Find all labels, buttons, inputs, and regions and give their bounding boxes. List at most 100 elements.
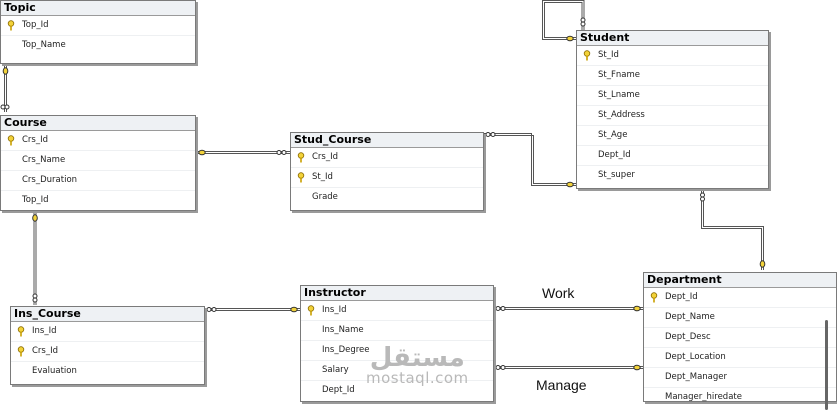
column-name: Dept_Id [322, 385, 355, 395]
column-row[interactable]: Ins_Name [301, 321, 493, 341]
key-end-course-studcourse [198, 149, 206, 156]
table-title: Department [644, 273, 836, 288]
column-name: Dept_Name [665, 312, 715, 322]
table-title: Ins_Course [11, 307, 204, 322]
watermark: مستقل mostaql.com [366, 343, 469, 387]
column-row[interactable]: Top_Name [1, 36, 195, 55]
column-row[interactable]: Dept_Name [644, 308, 836, 328]
column-name: St_Address [598, 110, 645, 120]
column-name: Manager_hiredate [665, 392, 742, 402]
table-course[interactable]: Course Crs_Id Crs_Name Crs_Duration Top_… [0, 115, 196, 211]
column-row[interactable]: Crs_Id [11, 342, 204, 362]
column-name: St_Age [598, 130, 628, 140]
column-name: Crs_Id [22, 135, 49, 145]
table-stud-course[interactable]: Stud_Course Crs_Id St_Id Grade [290, 132, 484, 211]
column-row[interactable]: St_Age [577, 126, 768, 146]
column-row[interactable]: Salary [301, 361, 493, 381]
column-row[interactable]: Crs_Name [1, 151, 195, 171]
column-row[interactable]: Crs_Id [1, 131, 195, 151]
column-row[interactable]: Dept_Id [301, 381, 493, 400]
table-title: Instructor [301, 286, 493, 301]
column-name: Ins_Degree [322, 345, 370, 355]
scrollbar[interactable] [825, 320, 828, 410]
column-row[interactable]: Dept_Location [644, 348, 836, 368]
column-row[interactable]: Ins_Id [11, 322, 204, 342]
table-title: Student [577, 31, 768, 46]
key-end-department-student [759, 260, 766, 268]
key-end-course-inscourse [32, 214, 38, 222]
column-name: Crs_Duration [22, 175, 78, 185]
column-name: Evaluation [32, 366, 77, 376]
link-inscourse-instructor [205, 308, 300, 311]
column-row[interactable]: Dept_Desc [644, 328, 836, 348]
key-icon [650, 292, 658, 303]
key-icon [583, 50, 591, 61]
column-row[interactable]: St_Id [577, 46, 768, 66]
column-name: Crs_Id [32, 346, 59, 356]
column-row[interactable]: Dept_Id [644, 288, 836, 308]
table-topic[interactable]: Topic Top_Id Top_Name [0, 0, 196, 64]
key-icon [17, 326, 25, 337]
column-row[interactable]: Manager_hiredate [644, 388, 836, 407]
column-name: Crs_Id [312, 152, 339, 162]
column-row[interactable]: Ins_Id [301, 301, 493, 321]
link-student-department [701, 190, 764, 270]
column-row[interactable]: St_Fname [577, 66, 768, 86]
link-course-studcourse [196, 151, 290, 154]
table-student[interactable]: Student St_Id St_Fname St_Lname St_Addre… [576, 30, 769, 189]
column-name: Dept_Id [598, 150, 631, 160]
column-row[interactable]: Ins_Degree [301, 341, 493, 361]
column-name: Dept_Manager [665, 372, 728, 382]
column-name: Ins_Name [322, 325, 364, 335]
column-name: Salary [322, 365, 349, 375]
relationship-label-work: Work [542, 285, 575, 301]
key-end-student-self [566, 35, 574, 42]
column-name: Dept_Id [665, 292, 698, 302]
key-end-department-manage [633, 364, 641, 371]
column-name: Top_Id [22, 195, 49, 205]
key-icon [307, 305, 315, 316]
key-end-instructor-inscourse [290, 306, 298, 313]
column-row[interactable]: Dept_Id [577, 146, 768, 166]
column-name: Ins_Id [32, 326, 57, 336]
key-icon [7, 135, 15, 146]
key-end-student-studcourse [566, 181, 574, 188]
table-title: Stud_Course [291, 133, 483, 148]
column-row[interactable]: Top_Id [1, 16, 195, 36]
column-row[interactable]: Top_Id [1, 191, 195, 210]
relationship-label-manage: Manage [536, 377, 587, 393]
column-row[interactable]: St_super [577, 166, 768, 185]
column-row[interactable]: Crs_Id [291, 148, 483, 168]
column-name: Ins_Id [322, 305, 347, 315]
column-name: St_Fname [598, 70, 640, 80]
column-name: Top_Id [22, 20, 49, 30]
key-icon [17, 346, 25, 357]
column-row[interactable]: St_Lname [577, 86, 768, 106]
column-name: Crs_Name [22, 155, 66, 165]
table-instructor[interactable]: Instructor Ins_Id Ins_Name Ins_Degree Sa… [300, 285, 494, 402]
column-row[interactable]: St_Address [577, 106, 768, 126]
key-icon [297, 172, 305, 183]
column-name: Top_Name [22, 40, 66, 50]
link-instructor-department-manage [494, 366, 643, 369]
table-ins-course[interactable]: Ins_Course Ins_Id Crs_Id Evaluation [10, 306, 205, 385]
table-department[interactable]: Department Dept_Id Dept_Name Dept_Desc D… [643, 272, 837, 410]
watermark-latin: mostaql.com [366, 369, 469, 387]
column-row[interactable]: St_Id [291, 168, 483, 188]
link-instructor-department-work [494, 307, 643, 310]
link-studcourse-student [484, 133, 576, 186]
column-name: Grade [312, 192, 338, 202]
column-name: Dept_Desc [665, 332, 711, 342]
key-end-topic [2, 67, 9, 75]
watermark-arabic: مستقل [369, 343, 465, 373]
column-row[interactable]: Dept_Manager [644, 368, 836, 388]
column-name: Dept_Location [665, 352, 726, 362]
column-name: St_Id [598, 50, 619, 60]
key-icon [297, 152, 305, 163]
key-end-department-work [633, 305, 641, 312]
column-row[interactable]: Evaluation [11, 362, 204, 381]
column-row[interactable]: Grade [291, 188, 483, 207]
link-course-inscourse [33, 213, 37, 305]
column-row[interactable]: Crs_Duration [1, 171, 195, 191]
